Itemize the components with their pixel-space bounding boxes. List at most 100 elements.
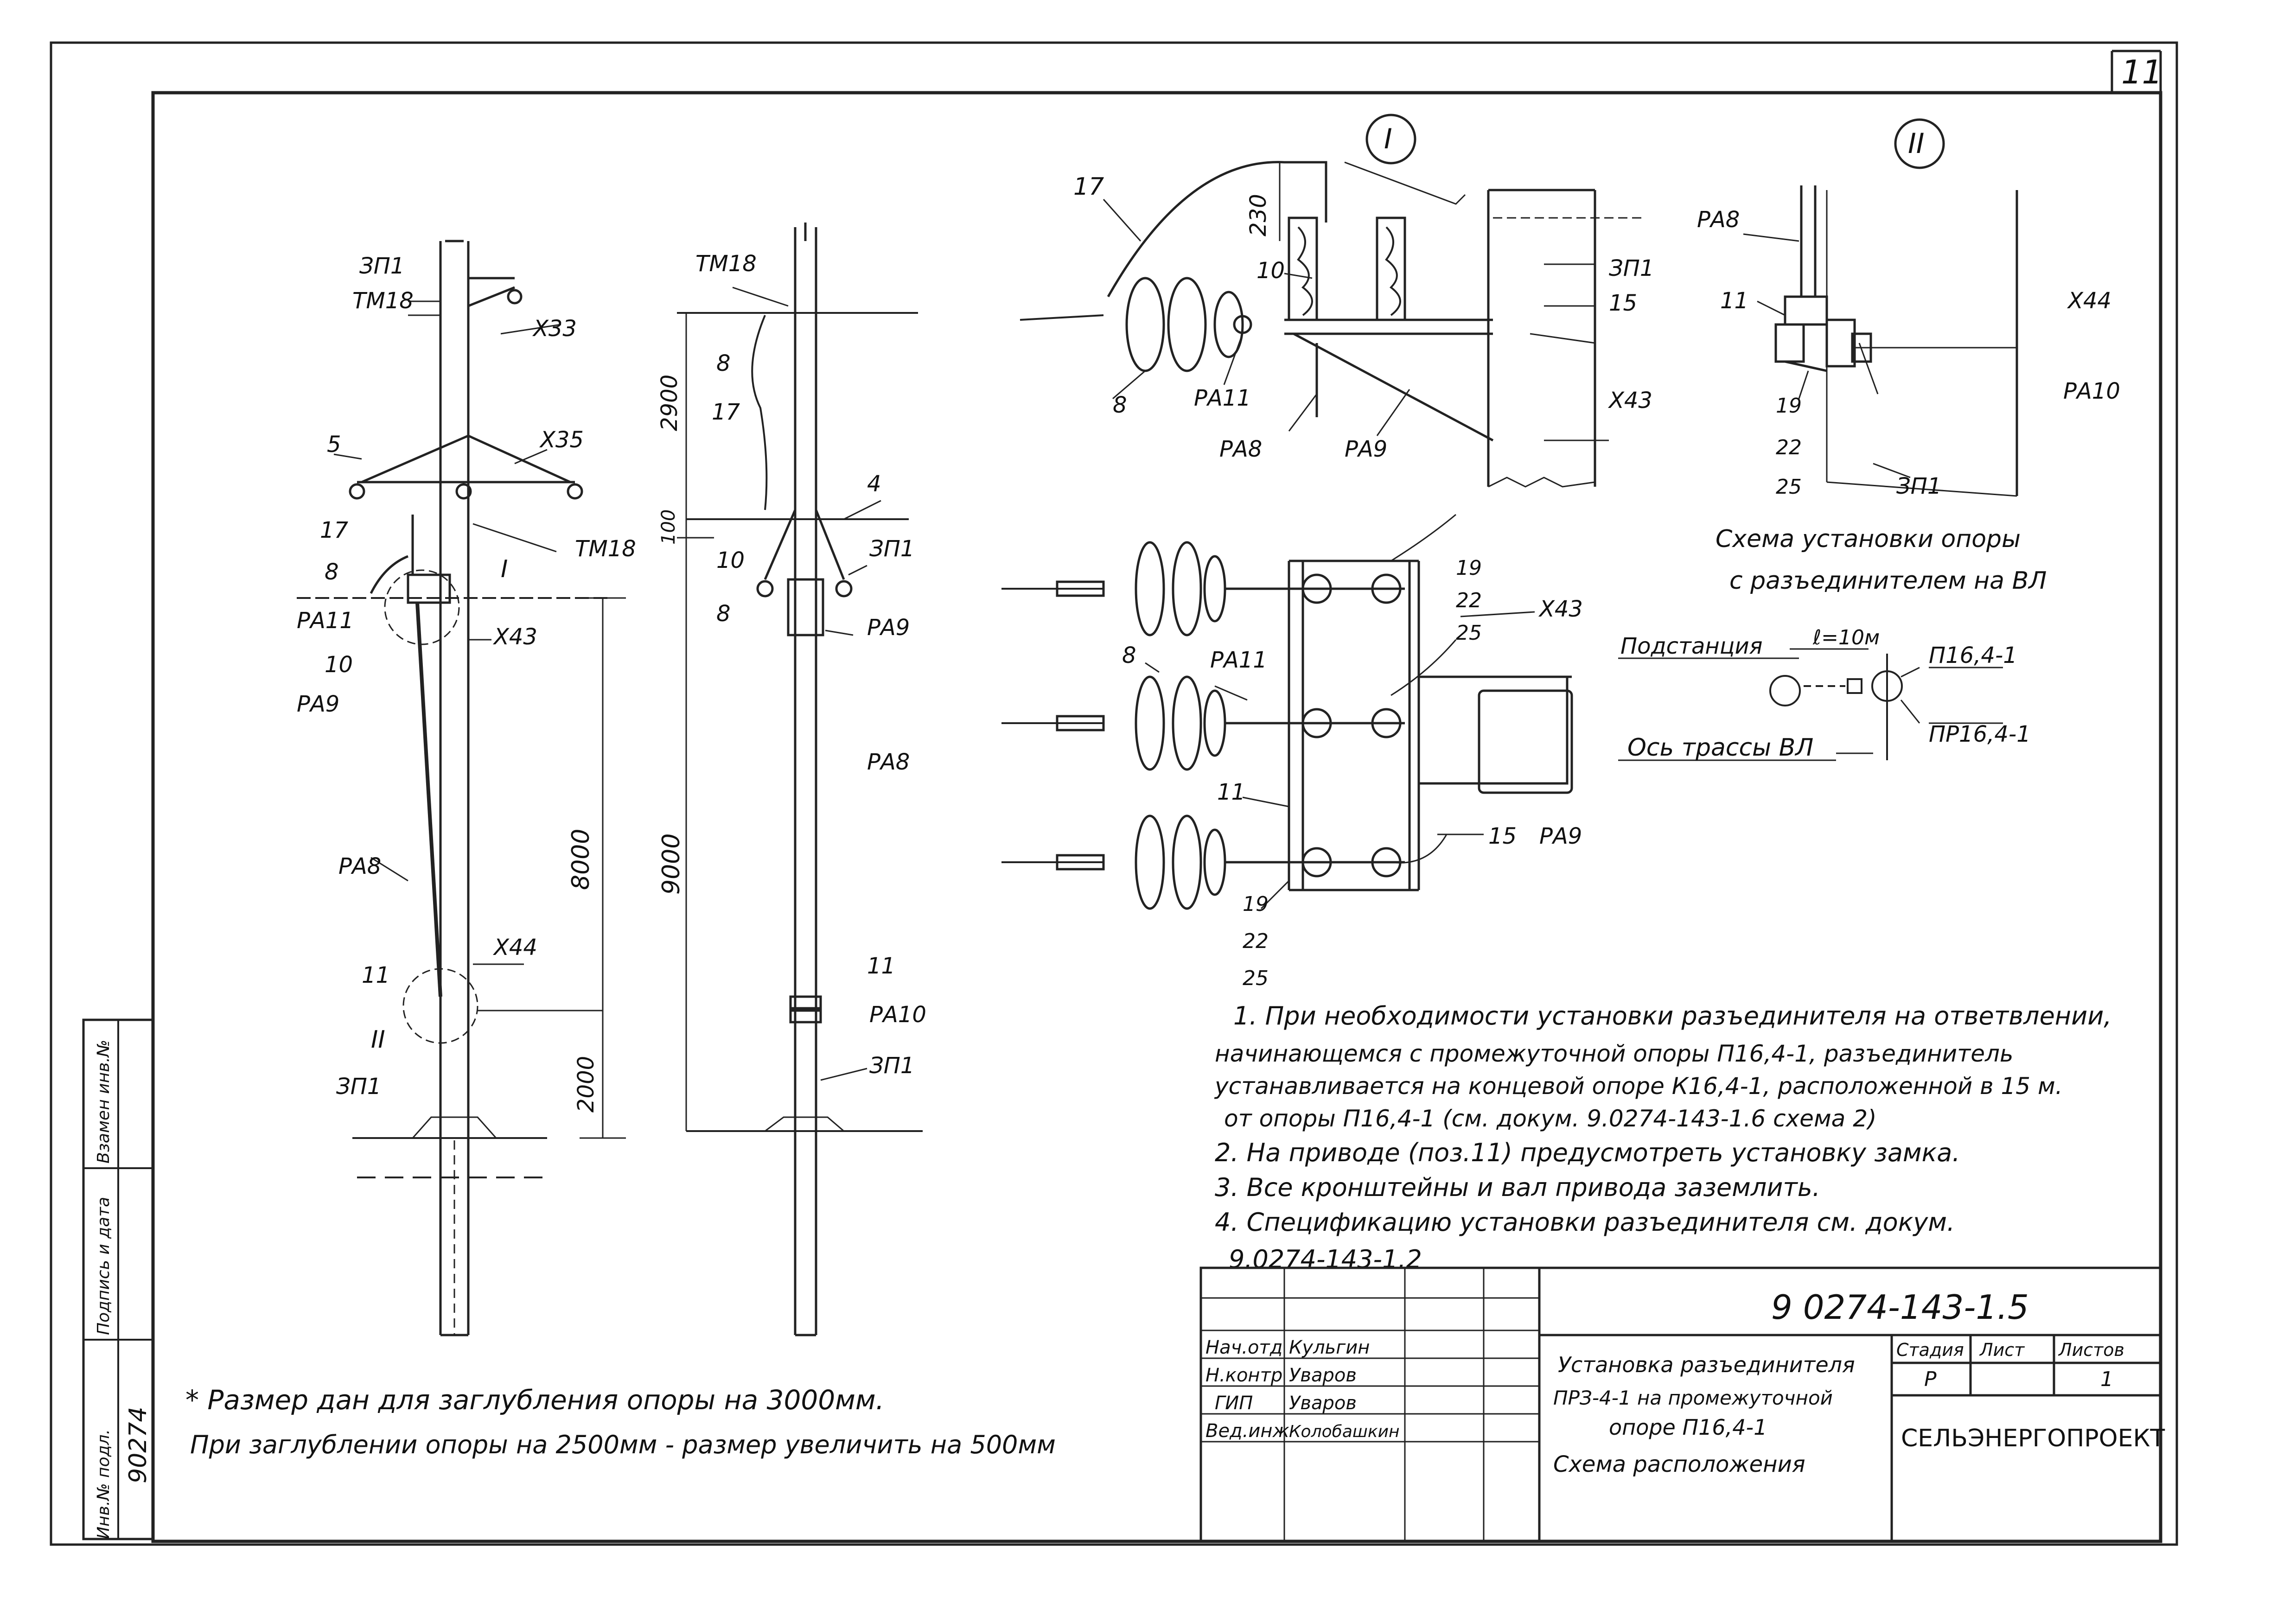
- label-x44: Х44: [2066, 288, 2111, 314]
- view-middle-pole: [677, 223, 923, 1336]
- label-10: 10: [716, 547, 745, 573]
- scheme-labels: Схема установки опоры с разъединителем н…: [1620, 525, 2047, 762]
- note-line-2: начинающемся с промежуточной опоры П16,4…: [1215, 1040, 2013, 1067]
- detail-II-labels: II РА8 11 Х44 РА10 19 22 25 ЗП1: [1697, 127, 2120, 499]
- label-22-top: 22: [1456, 589, 1482, 612]
- side-inv-label: Инв.№ подл.: [94, 1429, 113, 1539]
- scheme-drawing: [1618, 648, 2003, 761]
- label-8-top: 8: [716, 350, 731, 376]
- doc-code: 9 0274-143-1.5: [1771, 1288, 2029, 1327]
- note-line-1: 1. При необходимости установки разъедини…: [1233, 1001, 2111, 1030]
- role-4: Вед.инж: [1205, 1420, 1289, 1442]
- inner-frame: [151, 91, 2162, 1543]
- scheme-pr164: ПР16,4-1: [1929, 721, 2031, 747]
- side-stamp-text: Инв.№ подл. Подпись и дата Взамен инв.№ …: [94, 1040, 152, 1539]
- dim-2900: 2900: [657, 375, 682, 431]
- label-8: 8: [1113, 392, 1127, 418]
- footnote-line-2: При заглублении опоры на 2500мм - размер…: [190, 1430, 1056, 1459]
- label-x33: Х33: [532, 316, 577, 342]
- scheme-distance: ℓ=10м: [1812, 626, 1880, 649]
- label-ra9: РА9: [1539, 823, 1582, 849]
- label-ra8: РА8: [338, 853, 381, 879]
- label-8: 8: [325, 559, 339, 585]
- scheme-p164: П16,4-1: [1929, 642, 2017, 668]
- outer-frame: [50, 41, 2178, 1546]
- label-25-bot: 25: [1243, 967, 1269, 990]
- label-ra8: РА8: [1697, 207, 1740, 233]
- label-ra10: РА10: [869, 1002, 926, 1028]
- label-25-top: 25: [1456, 621, 1482, 645]
- sheet-label: Лист: [1979, 1340, 2025, 1360]
- label-15: 15: [1488, 823, 1517, 849]
- label-zp1-bottom: ЗП1: [869, 1053, 914, 1079]
- label-x43: Х43: [1538, 596, 1583, 622]
- plan-view-labels: 19 22 25 Х43 8 РА11 11 15 РА9 19 22 25: [1122, 556, 1583, 990]
- side-replace-label: Взамен инв.№: [94, 1040, 113, 1164]
- label-ra9: РА9: [867, 615, 910, 641]
- detail-I-drawing: [1020, 114, 1646, 488]
- label-ra9: РА9: [297, 691, 339, 717]
- label-17: 17: [1073, 173, 1104, 201]
- label-19-bot: 19: [1243, 892, 1269, 916]
- label-17: 17: [320, 517, 349, 543]
- label-10: 10: [1256, 258, 1285, 284]
- detail-II-drawing: [1743, 118, 2018, 497]
- name-4: Колобашкин: [1289, 1422, 1400, 1441]
- view-middle-labels: ТМ18 8 17 4 10 ЗП1 8 РА9 РА8 11 РА10 ЗП1…: [657, 251, 926, 1079]
- label-zp1-top: ЗП1: [359, 253, 404, 279]
- label-ra11: РА11: [1210, 647, 1267, 673]
- label-4: 4: [867, 471, 881, 497]
- label-22: 22: [1776, 436, 1802, 459]
- title-line-2: ПРЗ-4-1 на промежуточной: [1553, 1387, 1833, 1409]
- footnote: * Размер дан для заглубления опоры на 30…: [185, 1384, 1056, 1459]
- page-number: 11: [2121, 53, 2162, 91]
- label-5: 5: [327, 432, 341, 458]
- scheme-substation: Подстанция: [1620, 633, 1763, 659]
- view-left-labels: ЗП1 ТМ18 Х33 5 Х35 17 ТМ18 8 I РА11 Х43 …: [297, 253, 636, 1113]
- scheme-title-line1: Схема установки опоры: [1716, 525, 2021, 553]
- label-11: 11: [1720, 288, 1748, 314]
- label-ra8: РА8: [867, 749, 910, 775]
- label-10: 10: [325, 652, 353, 678]
- label-19: 19: [1776, 394, 1802, 418]
- title-block-text: 9 0274-143-1.5 Нач.отд Н.контр ГИП Вед.и…: [1205, 1288, 2165, 1477]
- label-8: 8: [716, 601, 731, 627]
- label-zp1-bottom: ЗП1: [336, 1074, 381, 1100]
- dim-8000: 8000: [567, 829, 595, 890]
- detail-II-title: II: [1908, 127, 1924, 160]
- dim-100: 100: [658, 509, 679, 545]
- title-block: [1199, 1266, 2162, 1543]
- dim-9000: 9000: [657, 833, 685, 895]
- label-roman-I: I: [501, 555, 508, 583]
- label-x44: Х44: [492, 935, 537, 960]
- stage-value: Р: [1924, 1368, 1937, 1391]
- label-tm18-mid: ТМ18: [575, 536, 636, 562]
- role-3: ГИП: [1215, 1393, 1253, 1414]
- note-line-7: 4. Спецификацию установки разъединителя …: [1215, 1208, 1955, 1237]
- label-11: 11: [1217, 779, 1245, 805]
- label-17: 17: [712, 399, 740, 425]
- role-1: Нач.отд: [1205, 1337, 1282, 1358]
- name-3: Уваров: [1289, 1393, 1357, 1414]
- scheme-axis: Ось трассы ВЛ: [1627, 734, 1813, 762]
- label-ra9: РА9: [1345, 436, 1387, 462]
- scheme-title-line2: с разъединителем на ВЛ: [1729, 567, 2047, 595]
- name-2: Уваров: [1289, 1365, 1357, 1386]
- sheets-value: 1: [2100, 1368, 2113, 1391]
- label-230: 230: [1245, 194, 1271, 236]
- detail-I-labels: I 17 230 10 ЗП1 15 Х43 8 РА11 РА8 РА9: [1073, 123, 1654, 462]
- label-x43: Х43: [492, 624, 537, 650]
- label-roman-II: II: [371, 1026, 385, 1054]
- label-zp1: ЗП1: [1609, 255, 1654, 281]
- detail-I-title: I: [1384, 123, 1392, 155]
- label-11: 11: [362, 962, 390, 988]
- note-line-8: 9.0274-143-1.2: [1229, 1245, 1422, 1274]
- label-tm18-top: ТМ18: [352, 288, 414, 314]
- label-x43: Х43: [1607, 388, 1652, 413]
- stage-label: Стадия: [1896, 1340, 1964, 1360]
- label-zp1-mid: ЗП1: [869, 536, 914, 562]
- label-ra11: РА11: [297, 608, 354, 634]
- label-ra8: РА8: [1219, 436, 1262, 462]
- footnote-line-1: * Размер дан для заглубления опоры на 30…: [185, 1384, 884, 1416]
